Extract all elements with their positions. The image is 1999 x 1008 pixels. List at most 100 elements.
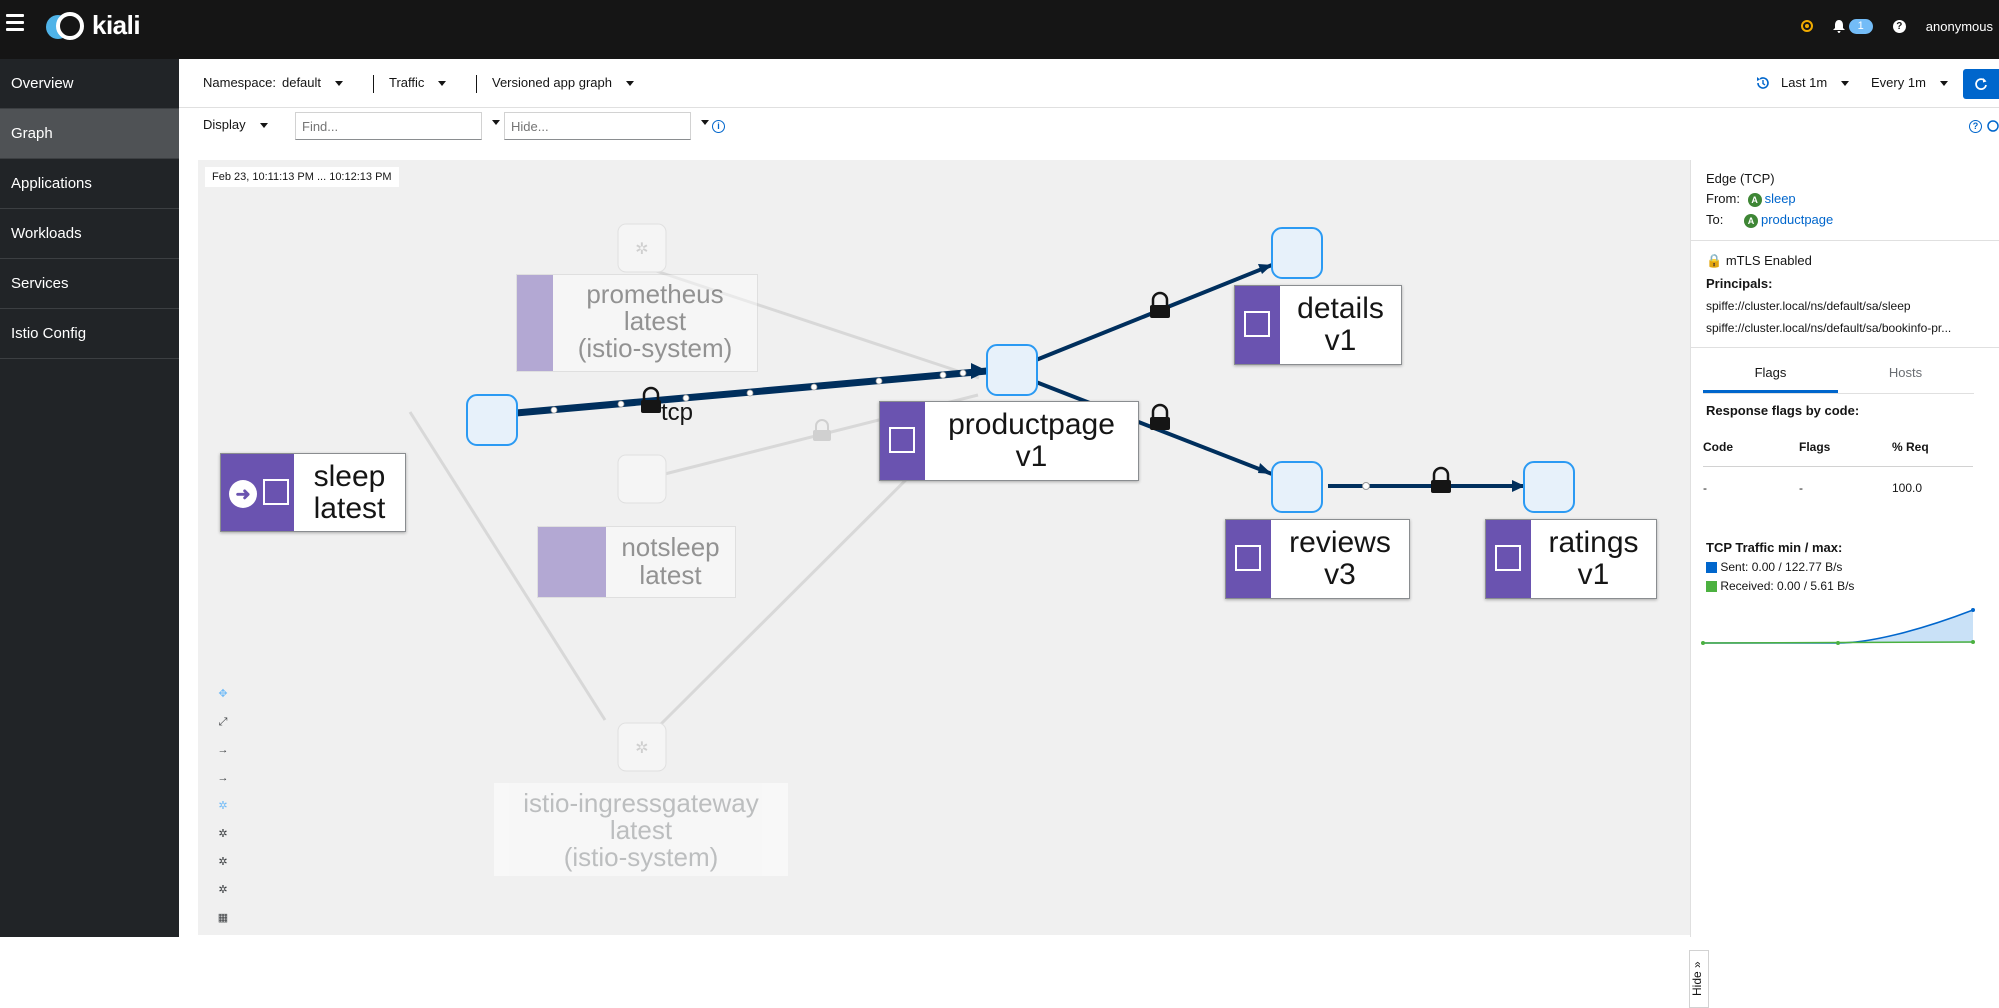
kiali-logo[interactable]: kiali <box>46 10 141 41</box>
legend-icon[interactable] <box>1987 119 1999 133</box>
sidebar-item-overview[interactable]: Overview <box>0 59 179 109</box>
hide-panel-tab[interactable]: Hide » <box>1689 950 1709 1008</box>
node-name: sleep <box>313 460 386 493</box>
edge-arrow <box>971 363 988 379</box>
sidebar-item-applications[interactable]: Applications <box>0 159 179 209</box>
node-name: productpage <box>948 408 1115 441</box>
chevron-down-icon <box>335 80 344 86</box>
table-header-row: Code Flags % Req <box>1703 440 1973 467</box>
pan-icon[interactable]: ✥ <box>218 688 228 700</box>
from-label: From: <box>1706 191 1740 206</box>
node-version: latest <box>623 306 687 336</box>
app-icon <box>263 479 289 505</box>
refresh-icon <box>1975 78 1987 90</box>
received-text: Received: 0.00 / 5.61 B/s <box>1720 579 1855 593</box>
node-ratings-shape[interactable] <box>1523 461 1575 513</box>
legend-map-icon[interactable]: ▦ <box>217 912 229 924</box>
node-sleep-shape[interactable] <box>466 394 518 446</box>
node-name: details <box>1297 292 1384 325</box>
hide-dropdown-chevron-icon[interactable] <box>701 120 709 125</box>
sidebar-item-istio-config[interactable]: Istio Config <box>0 309 179 359</box>
layout-default-icon[interactable]: ✲ <box>218 800 228 812</box>
node-label-details[interactable]: details v1 <box>1234 285 1402 365</box>
layout-3-icon[interactable]: ✲ <box>218 884 228 896</box>
refresh-button[interactable] <box>1963 69 1999 99</box>
table-row: - - 100.0 <box>1703 467 1973 495</box>
cell-flags: - <box>1799 481 1803 495</box>
duration-dropdown[interactable]: Last 1m <box>1773 68 1857 98</box>
layout-1-icon[interactable]: ✲ <box>218 828 228 840</box>
node-label-prometheus[interactable]: prometheus latest (istio-system) <box>516 274 758 372</box>
to-link[interactable]: productpage <box>1760 212 1834 227</box>
node-label-sleep[interactable]: ➜ sleep latest <box>220 453 406 532</box>
mtls-status: 🔒 mTLS Enabled <box>1706 253 1812 269</box>
duration-value: Last 1m <box>1781 75 1828 90</box>
from-link[interactable]: sleep <box>1764 191 1796 206</box>
masthead-actions: 1 ? anonymous <box>1800 0 1993 52</box>
user-menu[interactable]: anonymous <box>1925 18 1993 34</box>
app-badge-icon: A <box>1743 213 1758 228</box>
sidebar-item-workloads[interactable]: Workloads <box>0 209 179 259</box>
panel-title: Edge (TCP) <box>1706 171 1775 186</box>
node-details-shape[interactable] <box>1271 227 1323 279</box>
layout-arrow-icon[interactable]: → <box>217 744 229 756</box>
refresh-interval-dropdown[interactable]: Every 1m <box>1863 68 1956 98</box>
chevron-down-icon <box>625 80 634 86</box>
layout-arrow-icon[interactable]: → <box>217 772 229 784</box>
node-name: notsleep <box>621 532 720 562</box>
node-label-ratings[interactable]: ratings v1 <box>1485 519 1657 599</box>
graph-edges: ✲ ✲ <box>408 223 1575 772</box>
tab-hosts[interactable]: Hosts <box>1888 365 1923 380</box>
zoom-to-fit-icon[interactable]: ⤢ <box>218 716 228 728</box>
header-code: Code <box>1703 440 1733 454</box>
node-reviews-shape[interactable] <box>1271 461 1323 513</box>
graph-type-value: Versioned app graph <box>492 75 612 90</box>
sidebar-item-graph[interactable]: Graph <box>0 109 179 159</box>
to-label: To: <box>1706 212 1724 227</box>
app-icon <box>1495 545 1521 571</box>
node-version: v1 <box>1324 324 1357 357</box>
legend-sent: Sent: 0.00 / 122.77 B/s <box>1706 560 1842 574</box>
edge-prometheus-productpage[interactable] <box>640 264 980 380</box>
namespace-dropdown[interactable]: Namespace: default <box>195 68 351 98</box>
tab-flags[interactable]: Flags <box>1703 365 1838 393</box>
display-dropdown[interactable]: Display <box>195 110 276 140</box>
graph-canvas[interactable]: Feb 23, 10:11:13 PM ... 10:12:13 PM <box>198 160 1709 1008</box>
node-name: reviews <box>1289 526 1391 559</box>
hide-input[interactable] <box>504 112 691 140</box>
traffic-dropdown[interactable]: Traffic <box>381 68 454 98</box>
traffic-label: Traffic <box>389 75 425 90</box>
graph-type-dropdown[interactable]: Versioned app graph <box>484 68 642 98</box>
main-content: Namespace: default Traffic Versioned app… <box>179 59 1999 1008</box>
sidebar-item-services[interactable]: Services <box>0 259 179 309</box>
node-prometheus-shape[interactable] <box>617 223 667 273</box>
node-version: v1 <box>1577 558 1610 591</box>
node-label-ingress[interactable]: istio-ingressgateway latest (istio-syste… <box>494 783 788 876</box>
node-label-notsleep[interactable]: notsleep latest <box>537 526 736 598</box>
masthead: kiali 1 ? anonymous <box>0 0 1999 59</box>
info-icon[interactable]: i <box>712 120 725 133</box>
response-flags-title: Response flags by code: <box>1706 403 1860 418</box>
istio-status-icon[interactable] <box>1800 20 1813 32</box>
node-label-reviews[interactable]: reviews v3 <box>1225 519 1410 599</box>
node-namespace: (istio-system) <box>563 842 719 872</box>
node-productpage-shape[interactable] <box>986 344 1038 396</box>
hamburger-menu-icon[interactable] <box>6 14 24 31</box>
svg-text:✲: ✲ <box>635 738 648 757</box>
node-name: ratings <box>1548 526 1639 559</box>
node-notsleep-shape[interactable] <box>617 454 667 504</box>
mtls-label: mTLS Enabled <box>1725 253 1812 268</box>
graph-help-icon[interactable]: ? <box>1969 120 1982 133</box>
notifications-button[interactable]: 1 <box>1832 18 1873 34</box>
edge-sleep-ingress[interactable] <box>408 411 607 721</box>
help-icon[interactable]: ? <box>1892 19 1906 33</box>
node-label-productpage[interactable]: productpage v1 <box>879 401 1139 481</box>
find-input[interactable] <box>295 112 482 140</box>
arrow-right-icon: ➜ <box>229 480 257 508</box>
graph-find-toolbar: Display <box>179 108 1999 157</box>
node-ingress-shape[interactable] <box>617 722 667 772</box>
find-dropdown-chevron-icon[interactable] <box>492 120 500 125</box>
legend-received: Received: 0.00 / 5.61 B/s <box>1706 579 1854 593</box>
layout-2-icon[interactable]: ✲ <box>218 856 228 868</box>
